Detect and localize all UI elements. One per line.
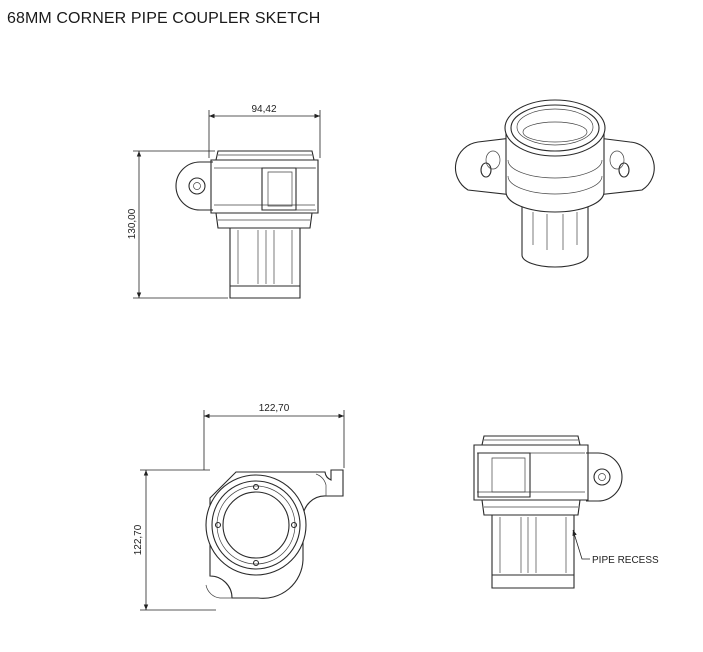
isometric-view <box>454 99 655 268</box>
top-height-dimension: 122,70 <box>133 524 144 555</box>
pipe-recess-callout: PIPE RECESS <box>592 555 659 566</box>
front-width-dimension: 94,42 <box>251 104 276 115</box>
front-height-dimension: 130,00 <box>127 208 138 239</box>
page-title: 68MM CORNER PIPE COUPLER SKETCH <box>7 10 321 27</box>
top-view: 122,70 122,70 <box>133 403 345 611</box>
side-view: PIPE RECESS <box>473 435 659 589</box>
top-width-dimension: 122,70 <box>259 403 290 414</box>
front-view: 94,42 130,00 <box>127 104 321 299</box>
